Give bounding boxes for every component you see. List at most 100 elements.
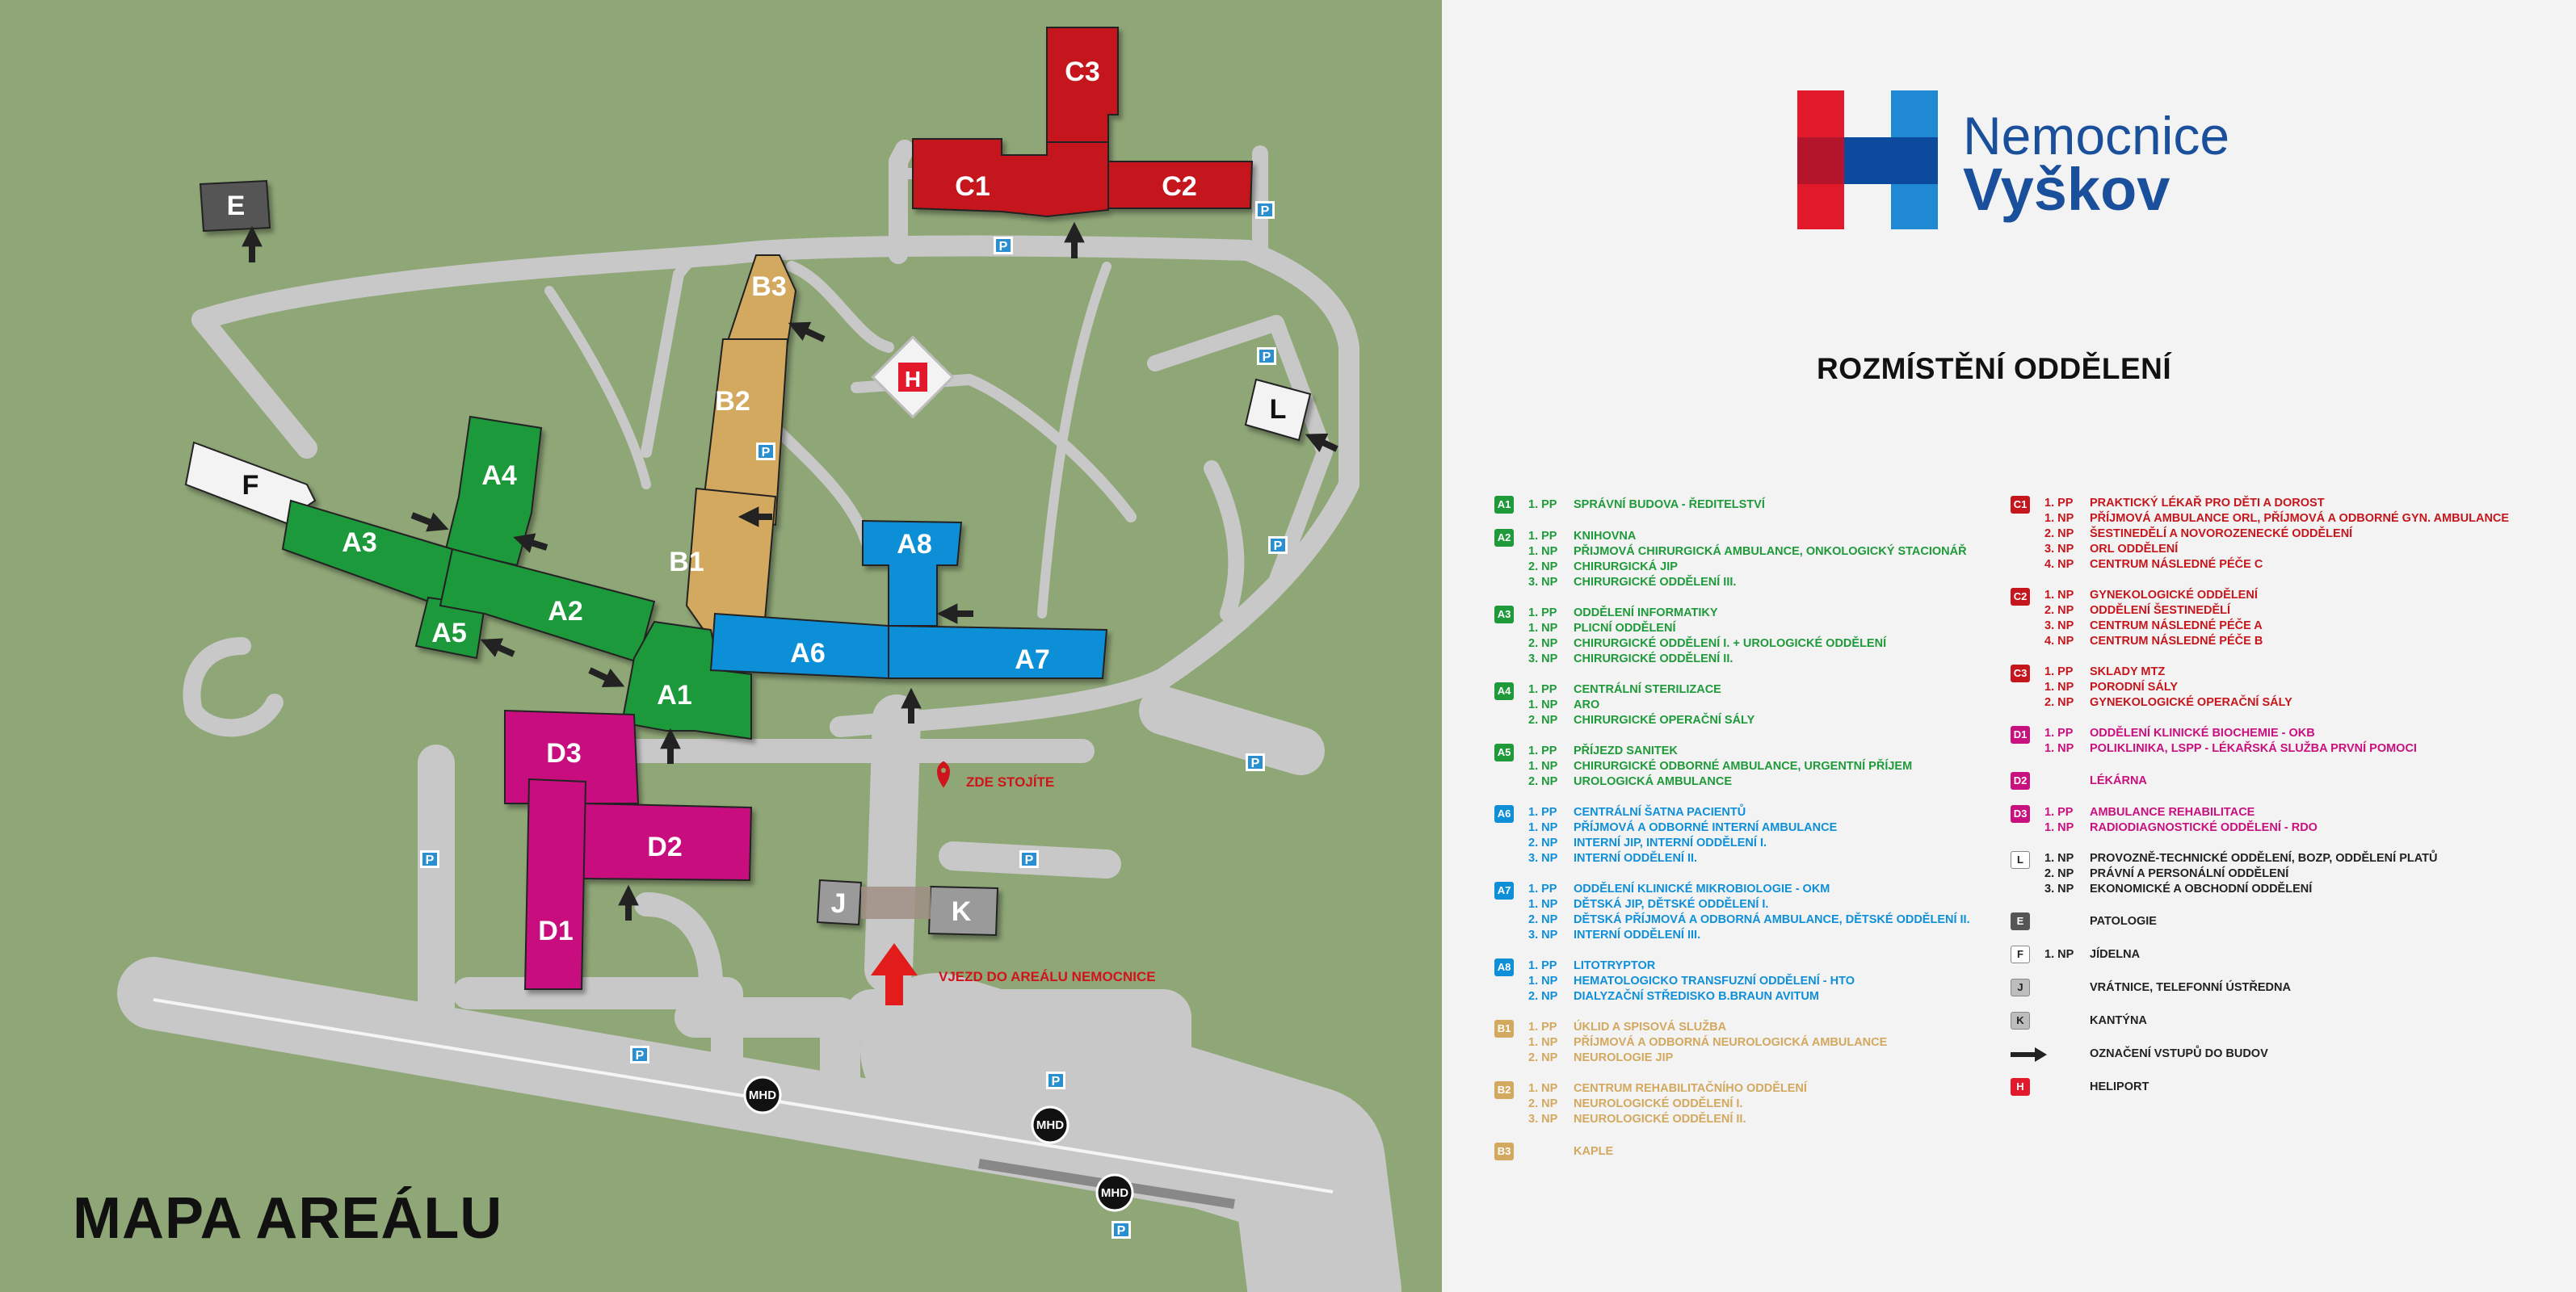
label-A2: A2 bbox=[548, 596, 582, 627]
department-label: UROLOGICKÁ AMBULANCE bbox=[1574, 775, 1733, 788]
parking-sign: P bbox=[630, 1046, 649, 1063]
parking-sign: P bbox=[1019, 850, 1039, 868]
label-B2: B2 bbox=[715, 386, 750, 417]
building-C2[interactable] bbox=[1107, 161, 1254, 209]
entrance-arrow-A3 bbox=[410, 512, 449, 532]
building-B2[interactable] bbox=[701, 338, 789, 526]
legend-badge: K bbox=[2011, 1012, 2030, 1030]
legend-badge: D3 bbox=[2011, 805, 2030, 823]
legend-badge: C2 bbox=[2011, 588, 2030, 606]
floor-label: 1. NP bbox=[2044, 852, 2074, 865]
building-A7[interactable] bbox=[888, 624, 1108, 679]
label-A3: A3 bbox=[342, 527, 376, 558]
floor-label: 2. NP bbox=[1528, 1097, 1558, 1110]
parking-icon: P bbox=[1052, 1075, 1061, 1089]
legend-row: 1. PP SPRÁVNÍ BUDOVA - ŘEDITELSTVÍ bbox=[1494, 496, 1995, 514]
department-label: NEUROLOGICKÉ ODDĚLENÍ I. bbox=[1574, 1097, 1743, 1110]
legend-badge: H bbox=[2011, 1078, 2030, 1096]
floor-label: 1. PP bbox=[2044, 665, 2074, 678]
legend-badge: C3 bbox=[2011, 665, 2030, 682]
floor-label: 1. PP bbox=[1528, 806, 1557, 819]
legend-badge: A8 bbox=[1494, 959, 1514, 976]
floor-label: 1. NP bbox=[2044, 948, 2074, 961]
heliport[interactable]: H bbox=[871, 335, 955, 419]
label-D3: D3 bbox=[546, 738, 581, 769]
department-label: PATOLOGIE bbox=[2090, 915, 2157, 928]
building-E[interactable] bbox=[199, 179, 271, 233]
department-label: ODDĚLENÍ KLINICKÉ MIKROBIOLOGIE - OKM bbox=[1574, 883, 1830, 896]
floor-label: 1. PP bbox=[1528, 530, 1557, 543]
floor-label: 1. NP bbox=[1528, 1036, 1558, 1049]
bus-stop-icon: MHD bbox=[1101, 1186, 1128, 1200]
department-label: ORL ODDĚLENÍ bbox=[2090, 543, 2179, 556]
building-D1[interactable] bbox=[523, 778, 587, 990]
department-label: PŘÍJEZD SANITEK bbox=[1574, 745, 1678, 757]
department-label: INTERNÍ ODDĚLENÍ II. bbox=[1574, 852, 1698, 865]
bus-stop: MHD bbox=[743, 1076, 782, 1114]
department-label: CHIRURGICKÉ ODBORNÉ AMBULANCE, URGENTNÍ … bbox=[1574, 760, 1913, 773]
building-J[interactable] bbox=[816, 879, 863, 926]
department-label: PRÁVNÍ A PERSONÁLNÍ ODDĚLENÍ bbox=[2090, 867, 2289, 880]
department-label: LÉKÁRNA bbox=[2090, 774, 2147, 787]
building-A8[interactable] bbox=[862, 519, 963, 627]
building-C1[interactable] bbox=[912, 138, 1109, 218]
parking-icon: P bbox=[1117, 1224, 1126, 1238]
department-label: PORODNÍ SÁLY bbox=[2090, 681, 2179, 694]
department-label: PROVOZNĚ-TECHNICKÉ ODDĚLENÍ, BOZP, ODDĚL… bbox=[2090, 852, 2438, 865]
entrance-arrow-B3 bbox=[788, 321, 826, 342]
department-label: RADIODIAGNOSTICKÉ ODDĚLENÍ - RDO bbox=[2090, 821, 2318, 834]
floor-label: 1. NP bbox=[2044, 821, 2074, 834]
legend-badge: A7 bbox=[1494, 882, 1514, 900]
department-label: CENTRUM NÁSLEDNÉ PÉČE C bbox=[2090, 558, 2263, 571]
department-label: SPRÁVNÍ BUDOVA - ŘEDITELSTVÍ bbox=[1574, 498, 1765, 511]
building-L[interactable] bbox=[1244, 378, 1312, 442]
floor-label: 1. PP bbox=[1528, 745, 1557, 757]
department-label: CENTRUM NÁSLEDNÉ PÉČE B bbox=[2090, 635, 2263, 648]
floor-label: 3. NP bbox=[2044, 543, 2074, 556]
floor-label: 2. NP bbox=[1528, 1051, 1558, 1064]
department-label: EKONOMICKÉ A OBCHODNÍ ODDĚLENÍ bbox=[2090, 883, 2313, 896]
department-label: GYNEKOLOGICKÉ ODDĚLENÍ bbox=[2090, 589, 2258, 602]
parking-icon: P bbox=[1263, 350, 1271, 364]
building-labels: C3 C1 C2 E B3 B2 B1 L F A4 A3 A5 A2 A1 A… bbox=[227, 57, 1287, 946]
department-label: ODDĚLENÍ INFORMATIKY bbox=[1574, 606, 1718, 619]
parking-sign: P bbox=[1268, 536, 1288, 554]
bus-stop: MHD bbox=[1031, 1105, 1069, 1144]
entrance-arrow-A5 bbox=[480, 638, 515, 657]
floor-label: 1. PP bbox=[1528, 959, 1557, 972]
building-B3[interactable] bbox=[725, 254, 797, 344]
floor-label: 1. PP bbox=[1528, 498, 1557, 511]
parking-sign: P bbox=[994, 237, 1013, 254]
building-A2[interactable] bbox=[439, 547, 656, 664]
legend-row: 1. PP PŘÍJEZD SANITEK bbox=[1494, 744, 1995, 759]
parking-icon: P bbox=[636, 1049, 645, 1063]
parking-icon: P bbox=[1251, 757, 1260, 770]
department-label: OZNAČENÍ VSTUPŮ DO BUDOV bbox=[2090, 1047, 2268, 1060]
department-label: KAPLE bbox=[1574, 1145, 1614, 1158]
